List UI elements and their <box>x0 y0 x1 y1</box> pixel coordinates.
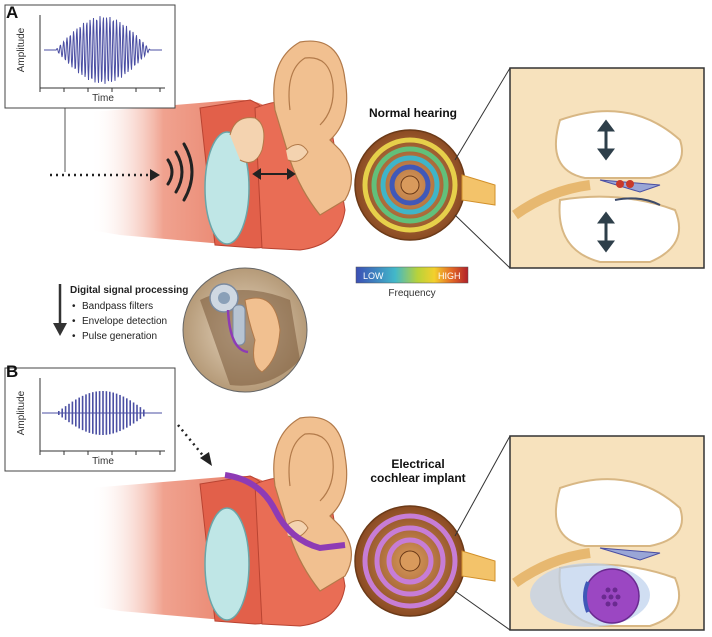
pulse-bar <box>129 400 131 426</box>
pulse-bar <box>98 391 101 435</box>
normal-hearing-label: Normal hearing <box>369 106 457 120</box>
sound-path-arrow-b <box>177 424 212 466</box>
frequency-label: Frequency <box>388 288 435 299</box>
cochlea-b <box>354 505 496 617</box>
cochlea-a <box>354 129 496 241</box>
panel-label-b: B <box>6 362 19 381</box>
waveform-a-line <box>44 16 162 84</box>
eardrum-b <box>204 507 250 621</box>
frequency-low-label: LOW <box>363 271 384 281</box>
pulse-bar <box>105 391 108 435</box>
implant-label-line2: cochlear implant <box>370 471 465 485</box>
pulse-bar <box>136 404 138 422</box>
plot-b: Amplitude Time <box>4 367 176 472</box>
pulse-bar <box>132 402 135 424</box>
pulse-bar <box>126 398 128 428</box>
pulse-bar <box>112 392 114 434</box>
pulse-bar <box>71 401 74 425</box>
pulse-bar <box>122 396 125 430</box>
inset-a <box>454 67 705 269</box>
auditory-nerve-b <box>461 550 496 582</box>
implant-label-line1: Electrical <box>391 457 444 471</box>
dsp-title: Digital signal processing <box>70 285 189 296</box>
pulse-bar <box>102 391 104 435</box>
pulse-bar <box>78 397 80 429</box>
pulse-bar <box>58 411 60 415</box>
pulse-bar <box>115 393 118 433</box>
plot-a: Amplitude Time <box>4 4 176 109</box>
dsp-arrow <box>53 284 67 336</box>
pulse-bar <box>109 391 111 435</box>
frequency-high-label: HIGH <box>438 271 461 281</box>
pulse-bar <box>68 403 70 423</box>
vibration-arrow-icon <box>252 168 296 180</box>
pulse-bar <box>92 392 94 434</box>
waveform-b <box>39 391 162 455</box>
panel-label-a: A <box>6 3 19 22</box>
waveform-a <box>39 16 162 92</box>
dsp-step-bandpass: Bandpass filters <box>72 299 188 314</box>
frequency-gradient-bar <box>355 266 469 284</box>
auditory-nerve-a <box>461 174 496 206</box>
pulse-bar <box>85 394 87 432</box>
inset-b <box>454 435 705 631</box>
pinna-a <box>229 40 352 216</box>
pulse-bar <box>61 408 63 418</box>
sound-waves-icon <box>166 142 194 202</box>
pulse-bar <box>88 393 91 433</box>
plot-a-ylabel: Amplitude <box>16 27 27 72</box>
electrode-lead <box>224 472 346 552</box>
ossicles-a <box>229 117 265 163</box>
pulse-bar <box>119 394 121 432</box>
eardrum-a <box>204 131 250 245</box>
dsp-steps: Digital signal processing Bandpass filte… <box>70 283 188 344</box>
plot-b-xlabel: Time <box>92 456 114 467</box>
pulse-bar <box>64 406 67 420</box>
plot-b-ylabel: Amplitude <box>16 390 27 435</box>
pulse-bar <box>143 409 145 417</box>
pulse-bar <box>95 391 97 435</box>
head-with-processor <box>182 267 308 393</box>
dsp-step-envelope: Envelope detection <box>72 314 188 329</box>
pulse-bar <box>75 399 77 427</box>
pulse-bar <box>139 407 142 419</box>
pulse-bar <box>81 395 84 431</box>
basilar-motion-arrow-icon <box>597 119 615 253</box>
dsp-step-pulse: Pulse generation <box>72 329 188 344</box>
plot-a-xlabel: Time <box>92 93 114 104</box>
